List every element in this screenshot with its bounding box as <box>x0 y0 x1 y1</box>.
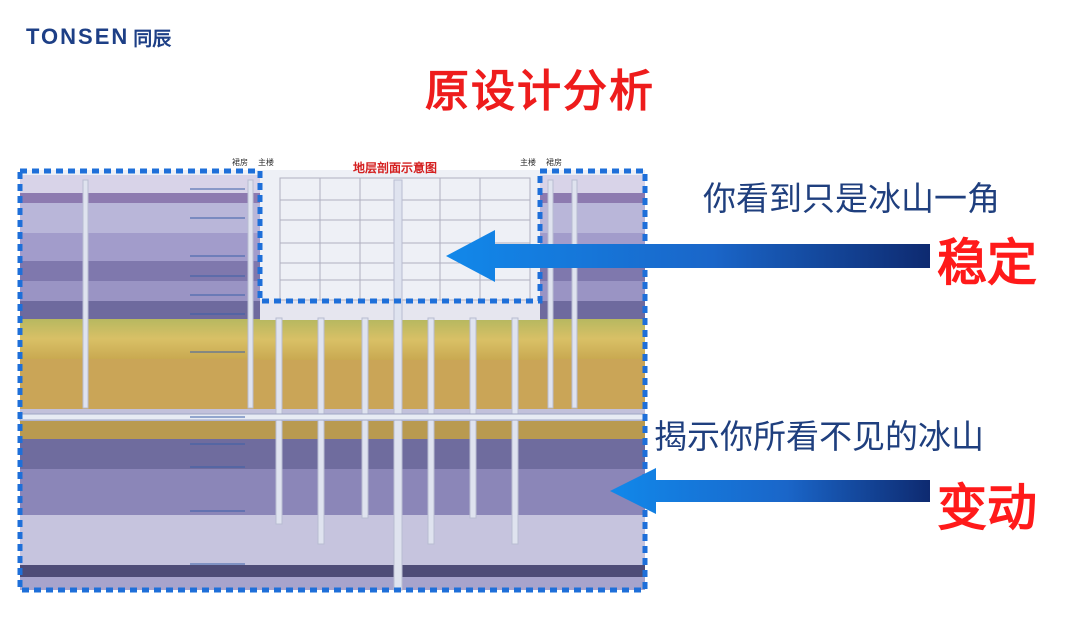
note-tip-of-iceberg: 你看到只是冰山一角 <box>703 179 1000 218</box>
note-hidden-iceberg: 揭示你所看不见的冰山 <box>654 417 984 456</box>
top-right-label2: 裙房 <box>546 157 562 167</box>
left-soil-column <box>20 175 260 409</box>
top-left-label2: 主楼 <box>258 157 274 167</box>
right-soil-column <box>540 175 645 409</box>
dashed-frames <box>17 168 648 593</box>
label-change: 变动 <box>937 479 1037 537</box>
arrow-to-change <box>610 468 930 514</box>
layer-annotation-ticks <box>190 188 245 565</box>
top-left-label: 裙房 <box>232 157 248 167</box>
logo-wordmark: TONSEN <box>26 24 130 49</box>
diagram-title: 地层剖面示意图 <box>353 160 437 175</box>
label-stable: 稳定 <box>937 234 1037 292</box>
top-right-label: 主楼 <box>520 157 536 167</box>
arrow-to-stable <box>446 230 930 282</box>
logo-chinese-name: 同辰 <box>133 27 172 50</box>
slide-title: 原设计分析 <box>425 66 655 117</box>
lower-soil-layers <box>20 409 645 590</box>
company-logo: TONSEN 同辰 <box>26 24 171 50</box>
